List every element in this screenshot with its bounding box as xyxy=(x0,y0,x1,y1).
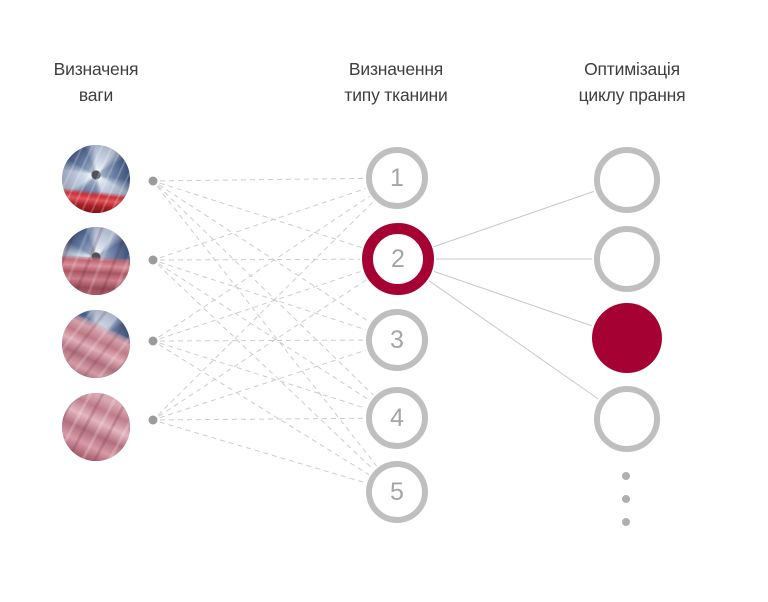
connection-line-dashed xyxy=(159,417,365,421)
cycle-node-selected xyxy=(592,303,662,373)
cycle-node xyxy=(594,147,660,213)
drum-photo-half-load xyxy=(62,227,130,295)
fabric-type-number: 3 xyxy=(390,325,404,354)
column-title-line: типу тканини xyxy=(344,85,448,105)
fabric-type-number: 5 xyxy=(390,477,404,506)
connection-line-dashed xyxy=(156,186,377,467)
fabric-type-node-selected: 2 xyxy=(362,223,434,295)
connection-line-dashed xyxy=(158,263,370,401)
connection-line-dashed xyxy=(158,195,370,338)
connection-line-dashed xyxy=(159,182,362,248)
drum-photo-light-load xyxy=(62,145,130,213)
column-title-line: ваги xyxy=(78,85,114,105)
more-nodes-dot xyxy=(622,518,630,526)
fabric-type-number: 4 xyxy=(390,403,404,432)
connection-line-dashed xyxy=(158,184,370,323)
connection-line-dashed xyxy=(159,270,363,340)
connection-line-dashed xyxy=(159,177,365,182)
fabric-type-number: 1 xyxy=(390,163,404,192)
cycle-node xyxy=(594,386,660,452)
input-connector-dot xyxy=(148,336,158,346)
column-title-line: Визначення xyxy=(348,59,444,79)
fabric-type-node: 4 xyxy=(366,387,428,449)
input-connector-dot xyxy=(148,176,158,186)
fabric-type-node: 1 xyxy=(366,147,428,209)
more-nodes-dot xyxy=(622,472,630,480)
connection-line-dashed xyxy=(157,200,374,416)
column-title-line: Оптимізація xyxy=(584,59,680,79)
connection-line-dashed xyxy=(159,349,366,419)
connection-line-dashed xyxy=(159,339,365,342)
column-title-cycle-optimization: Оптимізація циклу прання xyxy=(579,56,686,108)
connection-line-solid xyxy=(433,270,593,327)
input-connector-dot xyxy=(148,255,158,265)
fabric-type-node: 3 xyxy=(366,309,428,371)
more-nodes-dot xyxy=(622,495,630,503)
connection-line-dashed xyxy=(157,264,374,470)
drum-photo-full-load xyxy=(62,393,130,461)
connection-line-dashed xyxy=(158,344,370,476)
column-title-fabric-type-detection: Визначення типу тканини xyxy=(344,56,447,108)
connection-line-dashed xyxy=(159,188,366,259)
fabric-load-overlay xyxy=(62,227,130,295)
column-title-line: Визначеня xyxy=(53,59,139,79)
fabric-load-overlay xyxy=(62,310,130,378)
connection-line-solid xyxy=(433,190,595,248)
connection-line-solid xyxy=(428,280,599,400)
drum-photo-heavy-load xyxy=(62,310,130,378)
connection-line-dashed xyxy=(159,258,361,261)
column-title-weight-detection: Визначеня ваги xyxy=(54,56,139,108)
cycle-node xyxy=(594,226,660,292)
connection-line-dashed xyxy=(159,261,366,331)
fabric-type-node: 5 xyxy=(366,461,428,523)
fabric-load-overlay xyxy=(62,393,130,461)
connection-line-dashed xyxy=(159,421,366,484)
connection-line-dashed xyxy=(158,279,367,417)
column-title-line: циклу прання xyxy=(578,85,686,105)
fabric-type-number: 2 xyxy=(391,244,405,273)
connection-line-dashed xyxy=(159,342,366,409)
fabric-load-overlay xyxy=(62,145,130,213)
input-connector-dot xyxy=(148,415,158,425)
